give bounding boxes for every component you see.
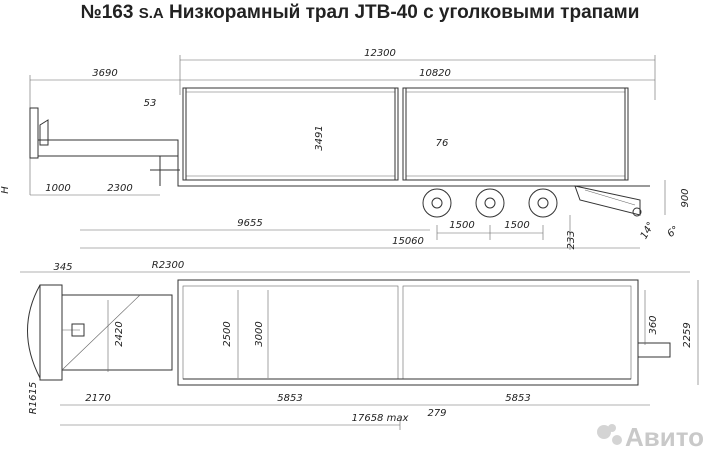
dim-total-length: 15060: [392, 236, 424, 247]
watermark-text: Авито: [625, 422, 704, 452]
drawing-title: №163 S.A Низкорамный трал JTB-40 с уголк…: [0, 2, 720, 24]
dim-side-offset: 360: [648, 315, 659, 334]
dim-axle-spacing-1: 1500: [449, 220, 474, 231]
top-view: 345 R2300 2420 2500 3000 360 2259 R1615 …: [20, 260, 699, 430]
dim-front-offset: 345: [53, 262, 72, 273]
title-number: №163: [80, 2, 134, 23]
dim-axle-spacing-2: 1500: [504, 220, 529, 231]
dim-outer-width: 3000: [254, 321, 265, 346]
side-axles: [422, 188, 558, 218]
dim-neck-length: 2300: [107, 183, 132, 194]
dim-container-gap: 279: [427, 408, 446, 419]
dim-kingpin-to-axle: 9655: [237, 218, 262, 229]
dim-ramp-angle-2: 6°: [666, 224, 682, 240]
dim-front-overhang: 3690: [92, 68, 117, 79]
ramps: [574, 185, 642, 217]
dim-turn-radius: R2300: [152, 260, 184, 271]
dim-neck-length: 2170: [85, 393, 110, 404]
avito-watermark: Авито: [597, 422, 704, 452]
dim-ramp-height: 900: [680, 188, 691, 207]
gooseneck: [29, 107, 650, 187]
side-view: 12300 3690 10820 53 3491 76 H 1000 2300 …: [0, 48, 691, 250]
dim-ground-clearance: 233: [566, 230, 577, 249]
dim-deck-length: 10820: [419, 68, 451, 79]
title-code: S.A: [138, 5, 164, 22]
dim-overall-width: 2259: [682, 322, 693, 347]
title-text: Низкорамный трал JTB-40 с уголковыми тра…: [169, 2, 640, 23]
dim-gooseneck-step: 53: [144, 98, 157, 109]
dim-inner-width: 2500: [222, 321, 233, 346]
dim-neck-width: 2420: [114, 321, 125, 346]
dim-max-length: 17658 max: [352, 413, 409, 424]
dim-container-gap: 76: [436, 138, 449, 149]
dim-container-length-1: 5853: [277, 393, 302, 404]
dim-swing-radius: R1615: [28, 382, 39, 414]
side-container-2: [402, 87, 629, 181]
dim-ramp-angle-1: 14°: [639, 220, 657, 241]
dim-height-label: H: [0, 186, 11, 194]
dim-kingpin-offset: 1000: [45, 183, 70, 194]
side-container-1: [182, 87, 399, 181]
dim-overall-length: 12300: [364, 48, 396, 59]
dim-container-height: 3491: [314, 125, 325, 150]
dim-container-length-2: 5853: [505, 393, 530, 404]
